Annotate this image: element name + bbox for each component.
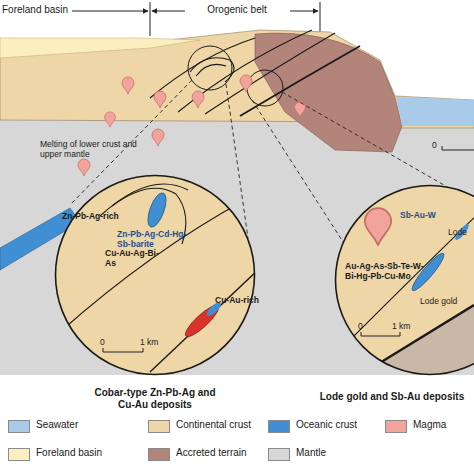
- legend-swatch: [268, 420, 290, 433]
- scale-label: 1 km: [392, 322, 422, 332]
- region-label: Orogenic belt: [187, 4, 287, 16]
- continental-crust: [0, 30, 474, 128]
- deposit-label: Lode gold: [420, 297, 474, 307]
- legend-label: Mantle: [296, 447, 326, 459]
- legend-swatch: [148, 420, 170, 433]
- scale-label: 0: [100, 338, 112, 348]
- foreland-basin-fill: [0, 38, 200, 58]
- magnified-view: Zn-Pb-Ag-richZn-Pb-Ag-Cd-Hg-Sb-bariteCu-…: [55, 175, 255, 375]
- scale-label: 0: [432, 141, 442, 151]
- legend-label: Accreted terrain: [176, 447, 247, 459]
- circle-outline: [56, 176, 255, 375]
- deposit-label: Au-Ag-As-Sb-Te-W-Bi-Hg-Pb-Cu-Mo: [345, 262, 425, 282]
- cobar-detail: [50, 170, 260, 380]
- legend-label: Seawater: [36, 419, 78, 431]
- legend-swatch: [8, 448, 30, 461]
- view-caption: Lode gold and Sb-Au deposits: [312, 391, 472, 403]
- deposit-label: Sb-Au-W: [400, 211, 460, 221]
- deposit-label: Cu-Au-Ag-Bi-As: [105, 249, 163, 269]
- deposit-label: Zn-Pb-Ag-Cd-Hg-Sb-barite: [117, 230, 193, 250]
- seawater: [396, 97, 474, 126]
- scale-label: 0: [358, 322, 370, 332]
- scale-bar: [442, 146, 474, 150]
- lode-gold-detail: [330, 180, 474, 380]
- view-caption: Cobar-type Zn-Pb-Ag and Cu-Au deposits: [85, 387, 225, 410]
- legend-label: Magma: [413, 419, 446, 431]
- legend-swatch: [148, 448, 170, 461]
- legend-label: Continental crust: [176, 419, 251, 431]
- magnified-view: Sb-Au-W LodeAu-Ag-As-Sb-Te-W-Bi-Hg-Pb-Cu-…: [335, 185, 474, 375]
- process-note: Melting of lower crust and upper mantle: [40, 140, 150, 160]
- accreted-terrain: [255, 33, 402, 152]
- legend-swatch: [385, 420, 407, 433]
- thrust-faults: [150, 30, 360, 116]
- legend-label: Oceanic crust: [296, 419, 357, 431]
- legend-swatch: [8, 420, 30, 433]
- legend-swatch: [268, 448, 290, 461]
- zoom-marker: [188, 46, 232, 90]
- magma-drops: [78, 75, 305, 176]
- deposit-label: Zn-Pb-Ag-rich: [62, 212, 134, 222]
- circle-outline: [336, 186, 474, 375]
- legend-label: Foreland basin: [36, 447, 102, 459]
- scale-label: 1 km: [140, 338, 170, 348]
- region-label: Foreland basin: [2, 4, 72, 16]
- deposit-label: Cu-Au-rich: [215, 296, 265, 306]
- deposit-label: Lode: [448, 228, 474, 238]
